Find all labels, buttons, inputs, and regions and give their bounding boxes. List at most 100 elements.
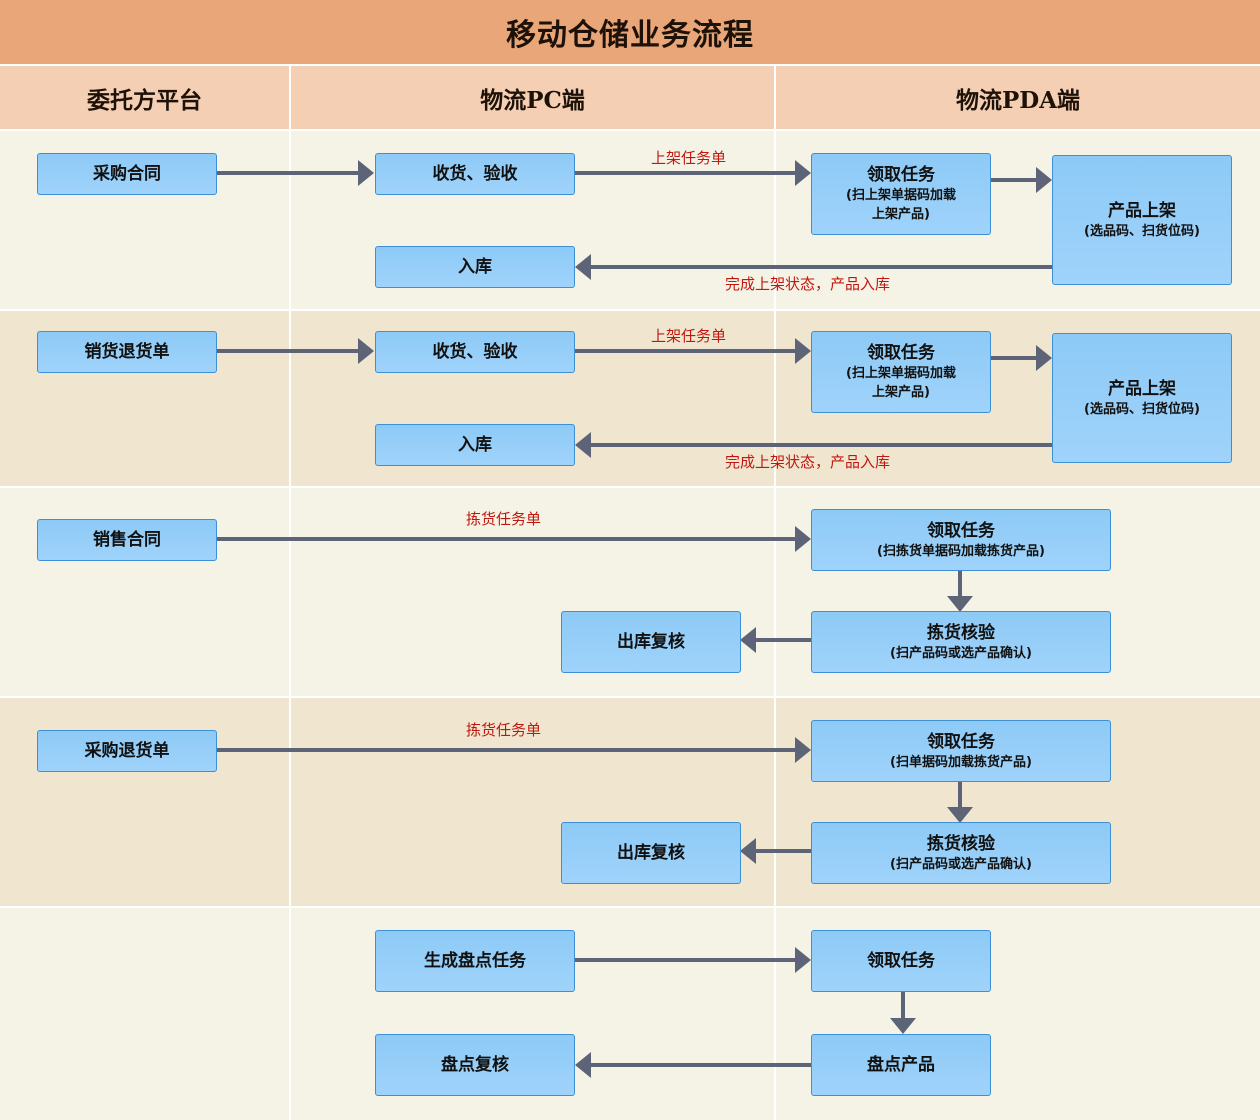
- node-purchase-return: 采购退货单: [37, 730, 217, 772]
- connector-line: [958, 781, 962, 807]
- arrow-head: [795, 737, 811, 763]
- lane-header-client-platform: 委托方平台: [0, 66, 289, 129]
- node-label: 盘点产品: [867, 1055, 935, 1075]
- node-count-review: 盘点复核: [375, 1034, 575, 1096]
- grid-divider: [0, 309, 1260, 311]
- node-label: 销售合同: [93, 530, 161, 550]
- lane-header-logistics-pda: 物流PDA端: [776, 66, 1260, 129]
- node-stock-in: 入库: [375, 424, 575, 466]
- node-picking-verify: 拣货核验 (扫产品码或选产品确认): [811, 822, 1111, 884]
- node-label: 入库: [458, 435, 492, 455]
- edge-label-picking-task: 拣货任务单: [466, 721, 542, 739]
- node-sublabel: (扫单据码加载拣货产品): [890, 754, 1032, 770]
- node-sales-contract: 销售合同: [37, 519, 217, 561]
- node-claim-task: 领取任务 (扫单据码加载拣货产品): [811, 720, 1111, 782]
- node-purchase-contract: 采购合同: [37, 153, 217, 195]
- node-count-products: 盘点产品: [811, 1034, 991, 1096]
- connector-line: [216, 171, 358, 175]
- node-label: 拣货核验: [927, 622, 995, 643]
- arrow-head: [358, 338, 374, 364]
- node-sublabel: (扫产品码或选产品确认): [890, 856, 1032, 872]
- lane-divider: [289, 66, 291, 1120]
- connector-line: [756, 638, 811, 642]
- arrow-head: [575, 254, 591, 280]
- node-label: 出库复核: [617, 843, 685, 863]
- arrow-head: [575, 1052, 591, 1078]
- connector-line: [216, 349, 358, 353]
- edge-label-shelving-complete: 完成上架状态，产品入库: [725, 275, 891, 293]
- node-label: 领取任务: [927, 520, 995, 541]
- node-claim-task: 领取任务 (扫上架单据码加载 上架产品): [811, 331, 991, 413]
- node-label: 采购合同: [93, 164, 161, 184]
- node-sublabel: (扫拣货单据码加载拣货产品): [877, 543, 1045, 559]
- edge-label-shelving-task: 上架任务单: [651, 327, 727, 345]
- node-label: 销货退货单: [84, 342, 170, 362]
- node-label: 生成盘点任务: [424, 951, 526, 971]
- node-label: 出库复核: [617, 632, 685, 652]
- node-product-shelving: 产品上架 (选品码、扫货位码): [1052, 155, 1232, 285]
- node-label: 盘点复核: [441, 1055, 509, 1075]
- node-claim-task: 领取任务 (扫拣货单据码加载拣货产品): [811, 509, 1111, 571]
- node-sublabel: (扫上架单据码加载: [846, 366, 956, 381]
- node-sublabel: (选品码、扫货位码): [1084, 401, 1200, 417]
- node-label: 领取任务: [927, 731, 995, 752]
- connector-line: [990, 178, 1036, 182]
- arrow-head: [358, 160, 374, 186]
- node-sales-return: 销货退货单: [37, 331, 217, 373]
- connector-line: [216, 537, 795, 541]
- arrow-head: [795, 947, 811, 973]
- node-label: 领取任务: [867, 343, 935, 363]
- node-product-shelving: 产品上架 (选品码、扫货位码): [1052, 333, 1232, 463]
- diagram-title: 移动仓储业务流程: [0, 0, 1260, 64]
- connector-line: [590, 443, 1052, 447]
- grid-divider: [0, 486, 1260, 488]
- node-label: 收货、验收: [432, 342, 518, 362]
- node-label: 入库: [458, 257, 492, 277]
- node-sublabel: (选品码、扫货位码): [1084, 223, 1200, 239]
- edge-label-shelving-task: 上架任务单: [651, 149, 727, 167]
- lane-divider: [774, 66, 776, 1120]
- arrow-head: [795, 526, 811, 552]
- arrow-head: [740, 627, 756, 653]
- grid-divider: [0, 64, 1260, 66]
- arrow-head: [890, 1018, 916, 1034]
- node-claim-task: 领取任务: [811, 930, 991, 992]
- grid-divider: [0, 906, 1260, 908]
- node-label: 领取任务: [867, 165, 935, 185]
- connector-line: [574, 958, 795, 962]
- node-label: 产品上架: [1108, 378, 1176, 399]
- row-band-inventory-count: [0, 908, 1260, 1120]
- node-sublabel: (扫产品码或选产品确认): [890, 645, 1032, 661]
- node-label: 产品上架: [1108, 200, 1176, 221]
- node-stock-in: 入库: [375, 246, 575, 288]
- arrow-head: [947, 596, 973, 612]
- node-label: 领取任务: [867, 951, 935, 971]
- node-label: 收货、验收: [432, 164, 518, 184]
- edge-label-shelving-complete: 完成上架状态，产品入库: [725, 453, 891, 471]
- arrow-head: [575, 432, 591, 458]
- connector-line: [590, 265, 1052, 269]
- node-sublabel: (扫上架单据码加载: [846, 188, 956, 203]
- node-sublabel: 上架产品): [872, 207, 930, 222]
- connector-line: [990, 356, 1036, 360]
- node-sublabel: 上架产品): [872, 385, 930, 400]
- node-picking-verify: 拣货核验 (扫产品码或选产品确认): [811, 611, 1111, 673]
- connector-line: [901, 991, 905, 1018]
- node-receive-inspect: 收货、验收: [375, 331, 575, 373]
- arrow-head: [1036, 345, 1052, 371]
- node-claim-task: 领取任务 (扫上架单据码加载 上架产品): [811, 153, 991, 235]
- node-receive-inspect: 收货、验收: [375, 153, 575, 195]
- connector-line: [574, 349, 795, 353]
- arrow-head: [795, 160, 811, 186]
- connector-line: [958, 570, 962, 596]
- lane-header-logistics-pc: 物流PC端: [291, 66, 774, 129]
- connector-line: [590, 1063, 811, 1067]
- grid-divider: [0, 129, 1260, 131]
- node-outbound-review: 出库复核: [561, 611, 741, 673]
- connector-line: [574, 171, 795, 175]
- node-label: 拣货核验: [927, 833, 995, 854]
- arrow-head: [740, 838, 756, 864]
- node-outbound-review: 出库复核: [561, 822, 741, 884]
- node-label: 采购退货单: [84, 741, 170, 761]
- node-generate-count-task: 生成盘点任务: [375, 930, 575, 992]
